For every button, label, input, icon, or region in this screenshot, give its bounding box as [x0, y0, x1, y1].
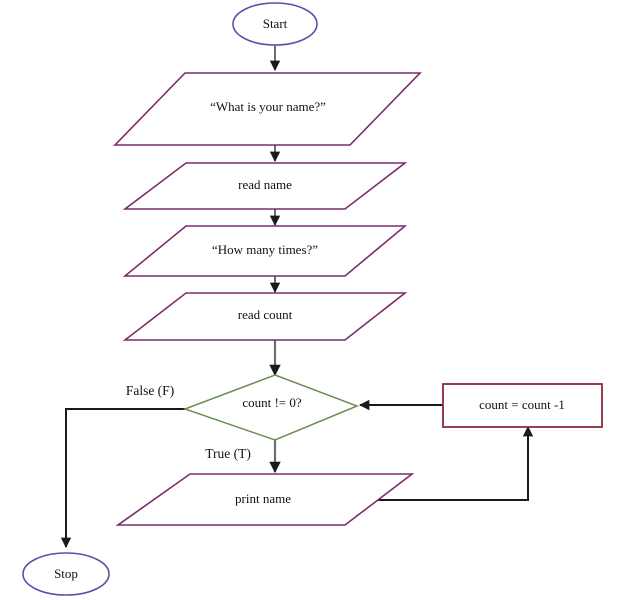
node-prompt-name[interactable]: “What is your name?”	[113, 72, 422, 146]
prompt-times-label: “How many times?”	[212, 242, 318, 257]
start-label: Start	[263, 16, 288, 31]
node-read-name[interactable]: read name	[122, 162, 408, 210]
decision-label: count != 0?	[242, 395, 302, 410]
node-read-count[interactable]: read count	[122, 292, 408, 341]
stop-label: Stop	[54, 566, 78, 581]
node-decrement[interactable]: count = count -1	[442, 383, 603, 428]
decrement-rectangle-shape	[442, 383, 603, 428]
connector-false-branch-to-stop	[60, 408, 185, 549]
decrement-label: count = count -1	[479, 397, 565, 412]
connector-print-name-to-decrement	[370, 425, 534, 501]
node-prompt-times[interactable]: “How many times?”	[122, 225, 408, 277]
read-count-parallelogram-shape	[122, 292, 408, 341]
edge-label-true: True (T)	[205, 446, 251, 461]
node-start[interactable]: Start	[232, 2, 318, 46]
decision-diamond-shape	[182, 374, 360, 441]
edge-label-false: False (F)	[126, 383, 174, 398]
node-print-name[interactable]: print name	[115, 473, 415, 526]
prompt-name-parallelogram-shape	[113, 72, 422, 146]
start-oval-shape	[232, 2, 318, 46]
prompt-times-parallelogram-shape	[122, 225, 408, 277]
stop-oval-shape	[22, 552, 110, 596]
node-decision[interactable]: count != 0?	[182, 374, 360, 441]
read-name-parallelogram-shape	[122, 162, 408, 210]
print-name-parallelogram-shape	[115, 473, 415, 526]
prompt-name-label: “What is your name?”	[210, 99, 326, 114]
node-stop[interactable]: Stop	[22, 552, 110, 596]
print-name-label: print name	[235, 491, 291, 506]
read-name-label: read name	[238, 177, 292, 192]
read-count-label: read count	[238, 307, 293, 322]
